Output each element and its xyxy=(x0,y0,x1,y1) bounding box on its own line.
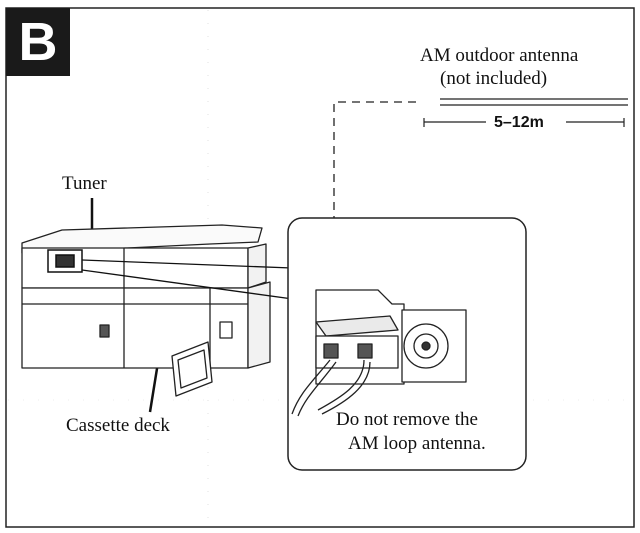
loop-antenna-wires xyxy=(291,359,371,417)
outdoor-antenna-label-line2: (not included) xyxy=(440,68,548,89)
cassette-deck-label: Cassette deck xyxy=(66,415,170,436)
outdoor-antenna-wire xyxy=(440,98,628,106)
figure-border xyxy=(5,7,635,528)
length-label: 5–12m xyxy=(494,114,544,131)
terminal-detail xyxy=(315,289,467,385)
loop-antenna-note-line1: Do not remove the xyxy=(336,409,478,430)
tuner-terminal xyxy=(47,249,83,273)
outdoor-antenna-label-line1: AM outdoor antenna xyxy=(420,45,579,66)
tuner-label: Tuner xyxy=(62,173,107,194)
zoom-lines xyxy=(81,259,301,301)
length-dimension xyxy=(423,118,625,127)
panel-letter: B xyxy=(6,8,70,76)
loop-antenna-note-line2: AM loop antenna. xyxy=(348,433,486,454)
